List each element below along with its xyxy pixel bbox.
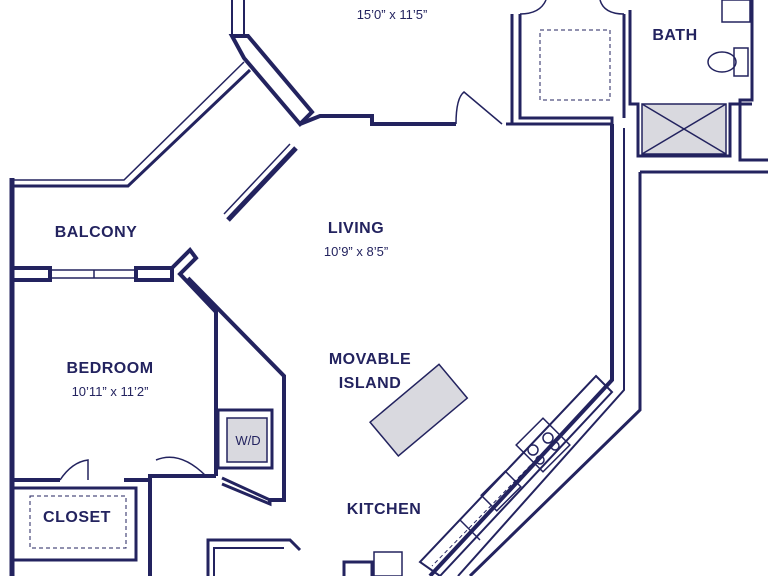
counter-front xyxy=(419,375,597,563)
toilet-tank xyxy=(733,47,749,77)
wall-bath xyxy=(628,10,752,158)
kitchen-appliances xyxy=(373,417,571,576)
island-label-line1: MOVABLE xyxy=(329,351,411,368)
sink xyxy=(480,470,522,512)
wall-bedroom-top xyxy=(12,266,52,282)
balcony-door-track xyxy=(223,143,291,215)
bedroom-closet-shelf xyxy=(29,495,127,549)
door-top-right xyxy=(599,0,625,15)
wall-wd-diagonal xyxy=(186,276,286,502)
living-label: LIVING xyxy=(328,220,384,237)
living-dimensions: 10’9” x 8’5” xyxy=(324,244,388,259)
dishwasher xyxy=(459,519,481,541)
bath-sink xyxy=(721,0,751,23)
wall-right-exterior-outer xyxy=(457,128,625,576)
cooktop xyxy=(515,417,571,473)
walls xyxy=(9,0,768,576)
kitchen-counter xyxy=(418,374,614,576)
burner-1 xyxy=(527,444,539,456)
closet-label: CLOSET xyxy=(43,509,111,526)
kitchen-counter-dash xyxy=(431,389,605,567)
burner-3 xyxy=(535,455,545,465)
toilet-bowl xyxy=(707,51,737,73)
island-label-line2: ISLAND xyxy=(339,375,402,392)
kitchen-label: KITCHEN xyxy=(347,501,422,518)
wall-kitchen-bottom xyxy=(206,538,302,576)
bedroom-door-right xyxy=(155,456,207,477)
wall-closet-top xyxy=(506,14,614,126)
top-room-dimensions: 15’0” x 11’5” xyxy=(357,7,428,22)
bedroom-door-left xyxy=(59,459,89,481)
top-closet-shelf xyxy=(539,29,611,101)
burner-2 xyxy=(542,432,554,444)
wall-right-edge xyxy=(468,172,642,576)
balcony-sliding-door xyxy=(226,146,298,222)
wall-top-window xyxy=(231,0,245,36)
wall-bedroom-diagonal xyxy=(170,246,218,476)
washer-dryer-label: W/D xyxy=(235,433,260,448)
balcony-label: BALCONY xyxy=(55,224,138,241)
wall-upper-diagonal xyxy=(228,34,315,127)
wall-right-edge-outer xyxy=(738,0,768,162)
wall-wd-closet xyxy=(216,408,274,470)
fridge xyxy=(373,551,403,576)
bath-fixtures xyxy=(641,0,751,155)
wall-wd-bottom xyxy=(221,476,272,507)
wall-right-exterior xyxy=(428,124,614,576)
closet-shelves xyxy=(29,29,611,567)
wall-kitchen-bottom-2 xyxy=(213,547,284,576)
bath-label: BATH xyxy=(652,27,697,44)
wall-pantry xyxy=(342,560,374,576)
wall-closet xyxy=(14,486,138,562)
bedroom-dimensions: 10’11” x 11’2” xyxy=(72,384,149,399)
balcony-railing xyxy=(14,68,252,188)
door-living-top xyxy=(455,91,503,125)
bedroom-label: BEDROOM xyxy=(66,360,153,377)
balcony-railing-inner xyxy=(14,61,245,181)
washer-dryer-unit xyxy=(226,417,268,463)
door-top-left xyxy=(519,0,547,15)
burner-4 xyxy=(550,441,560,451)
wall-bedroom-top-right xyxy=(134,266,174,282)
bedroom-window xyxy=(50,269,136,279)
movable-island[interactable] xyxy=(369,363,469,457)
wall-bedroom-bottom xyxy=(14,474,216,482)
wall-living-partition xyxy=(299,114,456,126)
shower-lines xyxy=(641,103,727,155)
